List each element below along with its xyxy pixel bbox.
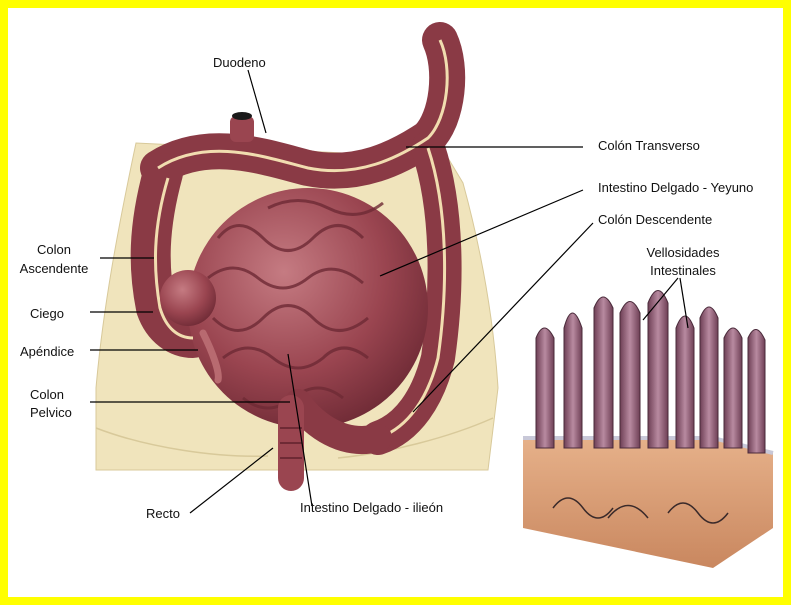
diagram-panel: Duodeno Colón Transverso Intestino Delga… [8, 8, 783, 597]
label-intestino-delgado-ileon: Intestino Delgado - ilieón [300, 500, 443, 515]
label-ciego: Ciego [30, 306, 64, 321]
label-colon-ascendente-line2: Ascendente [14, 261, 94, 276]
label-colon-descendente: Colón Descendente [598, 212, 712, 227]
intestinal-villi-illustration [523, 291, 773, 569]
label-duodeno: Duodeno [213, 55, 266, 70]
label-colon-transverso: Colón Transverso [598, 138, 700, 153]
label-colon-pelvico-line1: Colon [30, 387, 64, 402]
label-colon-ascendente-line1: Colon [14, 242, 94, 257]
label-intestino-delgado-yeyuno: Intestino Delgado - Yeyuno [598, 180, 753, 195]
label-vellosidades-line2: Intestinales [623, 263, 743, 278]
label-apendice: Apéndice [20, 344, 74, 359]
label-vellosidades-line1: Vellosidades [623, 245, 743, 260]
label-colon-pelvico-line2: Pelvico [30, 405, 72, 420]
label-recto: Recto [146, 506, 180, 521]
